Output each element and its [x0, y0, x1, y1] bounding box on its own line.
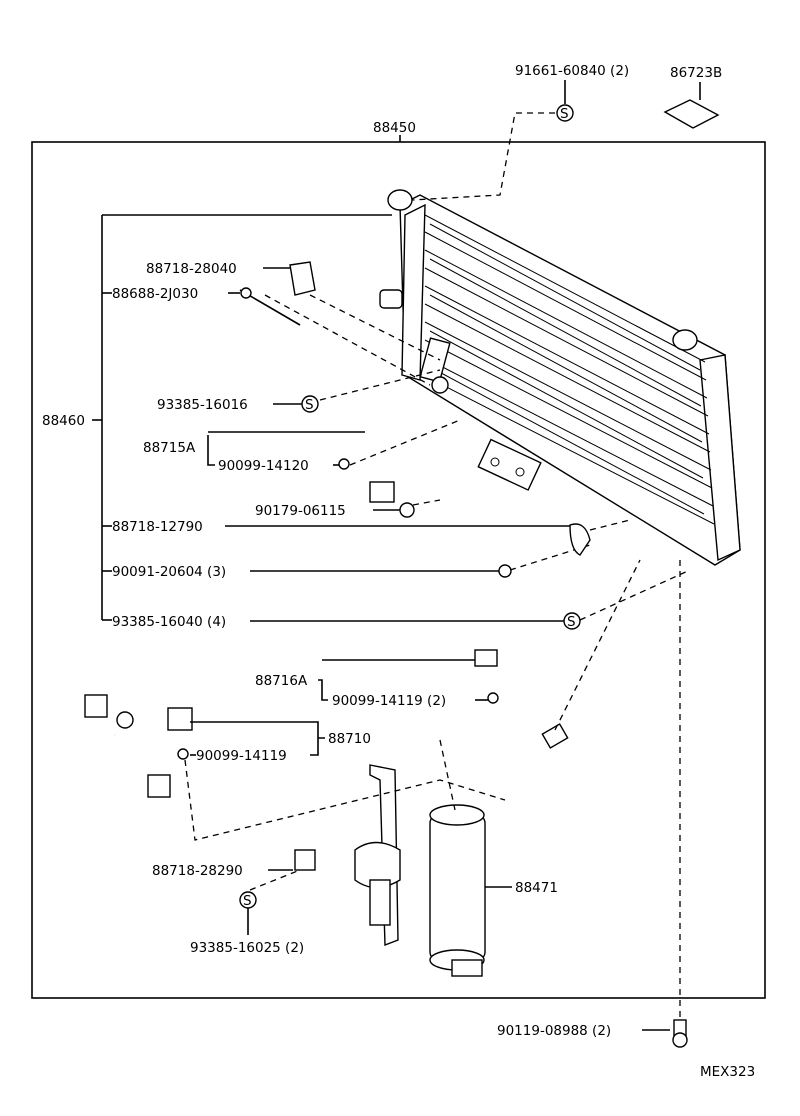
discharge-hose-88715a [320, 289, 403, 503]
label-88688: 88688-2J030 [112, 286, 198, 302]
s-symbol: S [243, 893, 252, 909]
s-symbol: S [305, 397, 314, 413]
label-88471: 88471 [515, 880, 558, 896]
s-symbol: S [567, 614, 576, 630]
label-88716a: 88716A [255, 673, 308, 689]
label-88710: 88710 [328, 731, 371, 747]
label-91661: 91661-60840 (2) [515, 63, 629, 79]
label-88718-28040: 88718-28040 [146, 261, 237, 277]
label-93385-16040: 93385-16040 (4) [112, 614, 226, 630]
receiver-88471 [429, 804, 486, 977]
label-93385-16025: 93385-16025 (2) [190, 940, 304, 956]
label-88718-28290: 88718-28290 [152, 863, 243, 879]
label-90091: 90091-20604 (3) [112, 564, 226, 580]
label-90179: 90179-06115 [255, 503, 346, 519]
label-88460: 88460 [42, 413, 85, 429]
bracket-assembly [294, 764, 401, 947]
tube-88710 [84, 694, 193, 798]
label-90099-14120: 90099-14120 [218, 458, 309, 474]
liquid-tube-88716a [474, 649, 569, 774]
label-90099-14119: 90099-14119 [196, 748, 287, 764]
label-88718-12790: 88718-12790 [112, 519, 203, 535]
assembly-frame [31, 141, 766, 999]
s-symbol: S [560, 106, 569, 122]
bracket-88460 [92, 214, 392, 621]
condenser-88460 [387, 189, 741, 566]
diagram-code: MEX323 [700, 1064, 755, 1080]
label-93385-16016: 93385-16016 [157, 397, 248, 413]
label-90119: 90119-08988 (2) [497, 1023, 611, 1039]
label-88450: 88450 [373, 120, 416, 136]
label-88715a: 88715A [143, 440, 196, 456]
dashed-leaders [184, 112, 691, 1020]
label-90099-14119-2: 90099-14119 (2) [332, 693, 446, 709]
label-86723b: 86723B [670, 65, 722, 81]
label-leaders [190, 80, 720, 1031]
fasteners [177, 104, 688, 1048]
